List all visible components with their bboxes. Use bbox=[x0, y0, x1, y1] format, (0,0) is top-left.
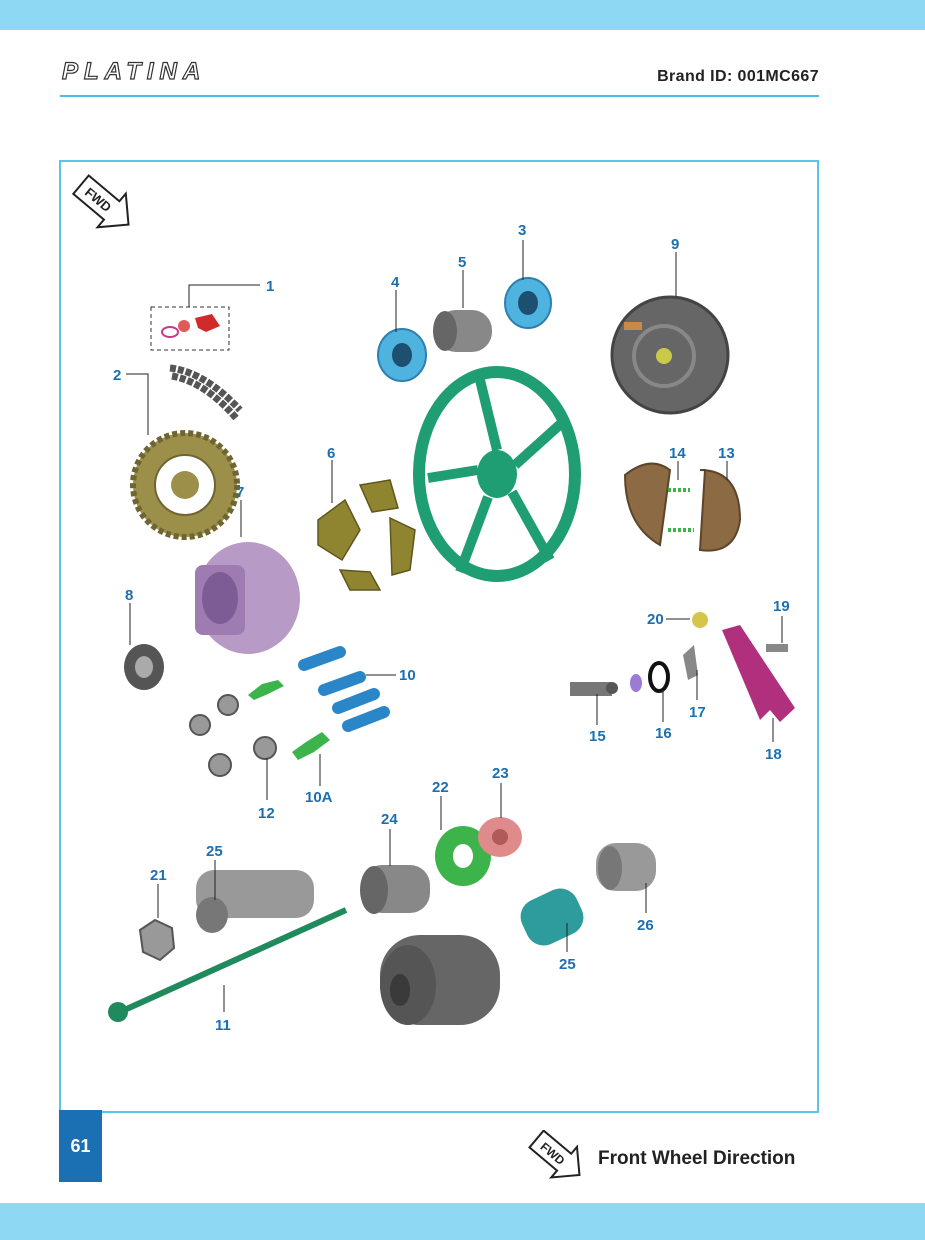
bearing-spacer-part bbox=[433, 310, 492, 352]
wheel-bearing-right-part bbox=[504, 277, 552, 329]
hub-bolts-part bbox=[298, 646, 390, 732]
callout-3: 3 bbox=[518, 222, 526, 239]
drive-chain-part bbox=[169, 364, 243, 421]
callout-10: 10 bbox=[399, 667, 416, 684]
rear-sprocket-part bbox=[130, 430, 240, 540]
callout-19: 19 bbox=[773, 598, 790, 615]
callout-5: 5 bbox=[458, 254, 466, 271]
fwd-legend-text: Front Wheel Direction bbox=[598, 1148, 796, 1169]
callout-21: 21 bbox=[150, 867, 167, 884]
rear-axle-part bbox=[118, 907, 348, 1015]
wear-indicator-part bbox=[683, 645, 698, 680]
axle-spacer-part bbox=[360, 865, 430, 914]
fwd-legend-icon: FWD bbox=[528, 1130, 581, 1179]
wheel-bearing-left-part bbox=[377, 328, 427, 382]
fwd-arrow-icon: FWD bbox=[71, 174, 130, 229]
callout-22: 22 bbox=[432, 779, 449, 796]
sprocket-hub-part bbox=[195, 542, 300, 654]
callout-numbers: 1 2 3 4 5 6 7 8 9 10 10A 11 12 13 14 15 … bbox=[113, 222, 790, 1034]
leader-lines bbox=[126, 240, 783, 1012]
callout-1: 1 bbox=[266, 278, 274, 295]
cam-washer-part bbox=[630, 674, 642, 692]
page-number: 61 bbox=[59, 1110, 102, 1182]
collar-right-part bbox=[596, 843, 656, 891]
callout-7: 7 bbox=[236, 484, 244, 501]
callout-10a: 10A bbox=[305, 789, 333, 806]
brake-shoes-part bbox=[623, 462, 742, 552]
bottom-color-band bbox=[0, 1203, 925, 1240]
callout-13: 13 bbox=[718, 445, 735, 462]
callout-9: 9 bbox=[671, 236, 679, 253]
top-color-band bbox=[0, 0, 925, 30]
chain-adjuster-plate-part bbox=[435, 826, 491, 886]
callout-23: 23 bbox=[492, 765, 509, 782]
callout-11: 11 bbox=[215, 1017, 231, 1034]
callout-25-right: 25 bbox=[559, 956, 576, 973]
callout-26: 26 bbox=[637, 917, 654, 934]
callout-25-left: 25 bbox=[206, 843, 223, 860]
cam-seal-part bbox=[648, 661, 670, 693]
callout-8: 8 bbox=[125, 587, 133, 604]
brake-springs-part bbox=[668, 488, 694, 532]
brake-cam-part bbox=[570, 682, 618, 696]
callout-12: 12 bbox=[258, 805, 275, 822]
svg-text:PLATINA: PLATINA bbox=[62, 58, 206, 84]
callout-24: 24 bbox=[381, 811, 398, 828]
axle-spacer-left-part bbox=[196, 870, 314, 933]
callout-2: 2 bbox=[113, 367, 121, 384]
brake-panel-part bbox=[610, 295, 730, 415]
callout-4: 4 bbox=[391, 274, 400, 291]
hub-bearing-part bbox=[124, 644, 164, 690]
callout-16: 16 bbox=[655, 725, 672, 742]
chain-lock-part bbox=[150, 306, 230, 351]
diagram-frame bbox=[59, 160, 819, 1113]
axle-head-part bbox=[108, 1002, 128, 1022]
callout-17: 17 bbox=[689, 704, 706, 721]
arm-nut-part bbox=[692, 612, 708, 628]
arm-bolt-part bbox=[766, 644, 788, 652]
platina-logo: PLATINA bbox=[61, 58, 206, 84]
callout-6: 6 bbox=[327, 445, 335, 462]
brake-arm-part bbox=[722, 625, 795, 722]
rear-wheel-rim bbox=[413, 366, 581, 582]
brand-id: Brand ID: 001MC667 bbox=[657, 68, 819, 85]
header-rule bbox=[60, 95, 819, 97]
callout-20: 20 bbox=[647, 611, 664, 628]
axle-nut-part bbox=[138, 918, 176, 962]
callout-15: 15 bbox=[589, 728, 606, 745]
collar-part bbox=[478, 817, 522, 857]
callout-18: 18 bbox=[765, 746, 782, 763]
hub-nuts-part bbox=[189, 694, 277, 777]
lock-plate-a-part bbox=[292, 732, 330, 760]
callout-14: 14 bbox=[669, 445, 686, 462]
axle-spacer-right-part bbox=[520, 888, 584, 946]
lock-plate-part bbox=[248, 680, 284, 700]
wheel-dampers-part bbox=[317, 479, 416, 591]
large-spacer-part bbox=[380, 935, 500, 1025]
